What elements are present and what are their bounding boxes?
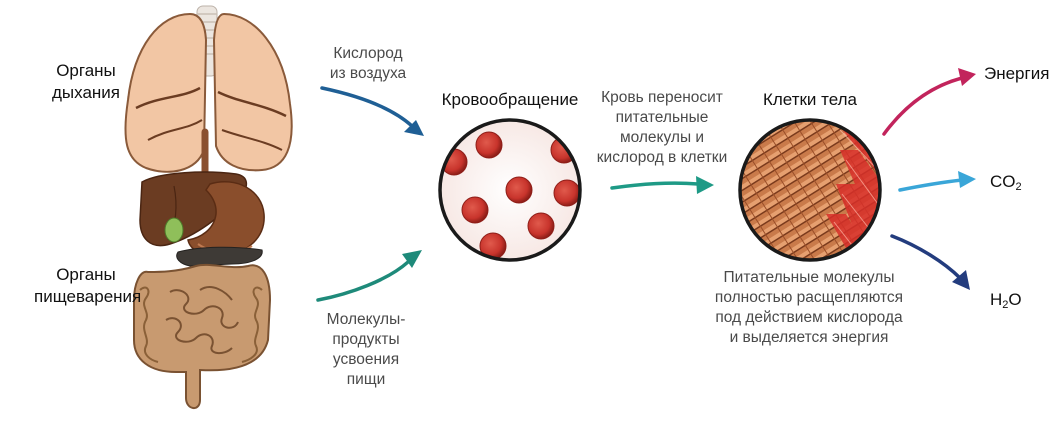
molecules-label-line-4: пищи [346,371,386,388]
energy-arrow [882,68,976,136]
blood-label-line-1: Кровь переносит [601,89,723,106]
stomach-illustration [176,181,265,267]
co2-arrow [898,171,976,192]
h2o-label-subscript: 2 [1002,299,1009,311]
molecules-label-line-3: усвоения [332,351,400,368]
digestive-label-line-1: Органы [56,265,116,284]
respiratory-organs-label: Органы дыхания [46,60,126,104]
oxygen-label-line-2: из воздуха [329,65,407,82]
blood-transport-label: Кровь переносит питательные молекулы и к… [592,88,732,168]
respiratory-label-line-1: Органы [56,61,116,80]
breakdown-label-line-2: полностью расщепляются [714,289,904,306]
blood-cells-circle [438,118,582,262]
blood-transport-arrow [610,176,714,194]
breakdown-label: Питательные молекулы полностью расщепляю… [706,268,912,348]
breakdown-label-line-4: и выделяется энергия [729,329,889,346]
digestive-organs-label: Органы пищеварения [34,264,142,308]
h2o-label-o: O [1008,290,1022,309]
molecules-label-line-1: Молекулы- [326,311,406,328]
circulation-title: Кровообращение [440,90,580,110]
cells-label: Клетки тела [762,90,857,109]
co2-output-label: CO2 [990,172,1022,193]
body-cells-title: Клетки тела [750,90,870,110]
circulation-label: Кровообращение [441,90,579,109]
muscle-cells-circle [738,118,882,262]
h2o-label-h: H [990,290,1003,309]
nutrient-arrow [316,250,422,302]
energy-label: Энергия [984,64,1050,83]
molecules-label-line-2: продукты [332,331,400,348]
blood-label-line-3: молекулы и [619,129,705,146]
breakdown-label-line-1: Питательные молекулы [723,269,895,286]
co2-label-subscript: 2 [1015,181,1022,193]
h2o-output-label: H2O [990,290,1022,311]
co2-label-main: CO [990,172,1016,191]
nutrient-molecules-label: Молекулы- продукты усвоения пищи [316,310,416,390]
lungs-illustration [124,5,293,173]
intestine-illustration [133,263,272,409]
respiratory-label-line-2: дыхания [52,83,120,102]
digestive-label-line-2: пищеварения [34,287,142,306]
oxygen-label-line-1: Кислород [333,45,403,62]
blood-label-line-2: питательные [615,109,709,126]
oxygen-arrow [320,86,424,136]
oxygen-label: Кислород из воздуха [318,44,418,84]
breakdown-label-line-3: под действием кислорода [715,309,903,326]
energy-output-label: Энергия [984,64,1049,84]
blood-label-line-4: кислород в клетки [596,149,728,166]
h2o-arrow [890,234,970,290]
